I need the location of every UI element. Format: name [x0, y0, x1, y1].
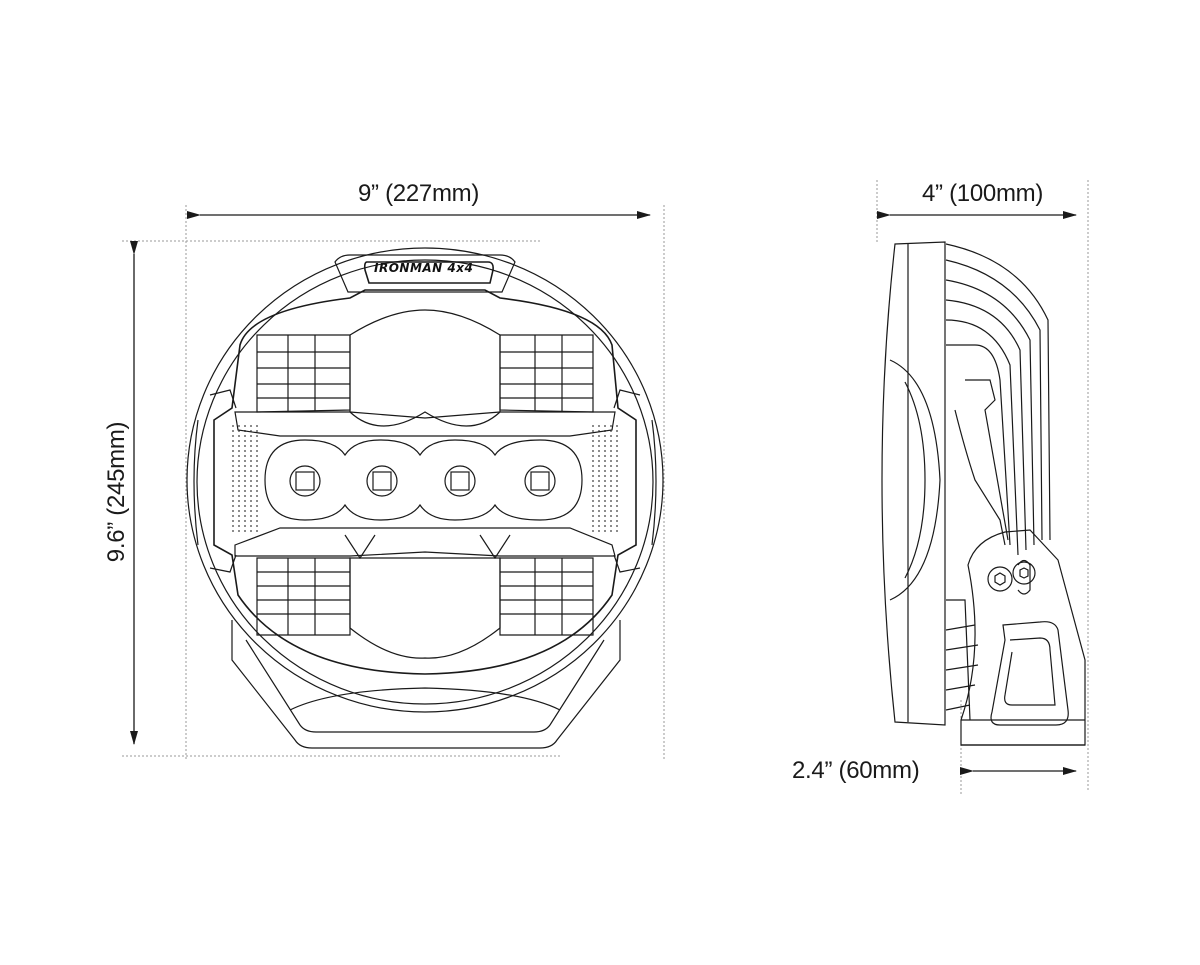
- extension-lines: [122, 180, 1089, 795]
- lower-right-reflector-grid: [499, 557, 594, 636]
- hex-bolt-2: [1012, 561, 1036, 585]
- brand-badge-text: IRONMAN 4x4: [374, 261, 474, 275]
- side-view: [881, 241, 1086, 746]
- front-view: [186, 247, 664, 749]
- lens-opening: [213, 289, 637, 675]
- brand-badge-frame: [334, 254, 516, 293]
- hex-bolt-1: [987, 566, 1013, 592]
- lens-housing: [881, 241, 946, 726]
- height-dimension-label: 9.6” (245mm): [103, 421, 130, 563]
- led-projector-row: [264, 439, 583, 521]
- outer-bezel: [186, 247, 664, 713]
- heatsink-fins: [945, 243, 1051, 556]
- width-dimension-label: 9” (227mm): [358, 180, 480, 207]
- base-dimension-label: 2.4” (60mm): [792, 757, 920, 784]
- upper-left-reflector-grid: [256, 334, 351, 413]
- lower-left-reflector-grid: [256, 557, 351, 636]
- lower-center-reflector: [349, 557, 501, 659]
- dimension-arrows: [130, 211, 1077, 775]
- mounting-bracket: [960, 529, 1086, 746]
- dotted-side-panels: [232, 425, 618, 535]
- mount-base: [231, 620, 621, 749]
- lower-heatsink-fins: [945, 599, 979, 721]
- upper-right-reflector-grid: [499, 334, 594, 413]
- upper-center-reflector: [349, 309, 501, 427]
- depth-dimension-label: 4” (100mm): [922, 180, 1044, 207]
